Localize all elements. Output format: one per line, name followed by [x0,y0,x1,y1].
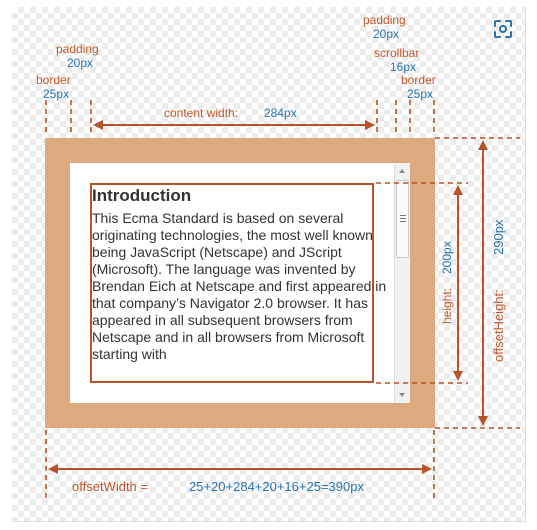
height-label: height: [440,287,454,324]
border-right-value: 25px [407,87,434,101]
padding-right-value: 20px [373,27,400,41]
offset-height-label: offsetHeight: [491,289,506,362]
padding-right-label: padding [363,13,406,27]
offset-width-value: 25+20+284+20+16+25=390px [189,479,364,494]
offset-width-label: offsetWidth = [72,479,148,494]
element-padding-area [70,163,410,403]
scroll-up-arrow-icon[interactable] [399,169,405,173]
scrollbar[interactable] [394,163,410,403]
border-right-label: border [401,73,436,87]
height-value: 200px [440,241,454,274]
scrollbar-label: scrollbar [374,46,420,60]
border-left-value: 25px [43,87,70,101]
content-width-label: content width: [164,106,239,120]
scrollbar-thumb[interactable] [396,180,409,258]
scroll-content: Introduction This Ecma Standard is based… [92,186,395,363]
content-width-value: 284px [264,106,297,120]
scroll-down-arrow-icon[interactable] [399,393,405,397]
padding-left-value: 20px [67,56,94,70]
padding-left-label: padding [56,42,99,56]
content-box-outline [90,183,374,383]
content-body: This Ecma Standard is based on several o… [92,210,387,362]
offset-height-value: 290px [491,219,506,255]
border-left-label: border [36,73,71,87]
content-title: Introduction [92,186,192,205]
scrollbar-value: 16px [390,60,417,74]
scan-icon[interactable] [492,18,514,40]
